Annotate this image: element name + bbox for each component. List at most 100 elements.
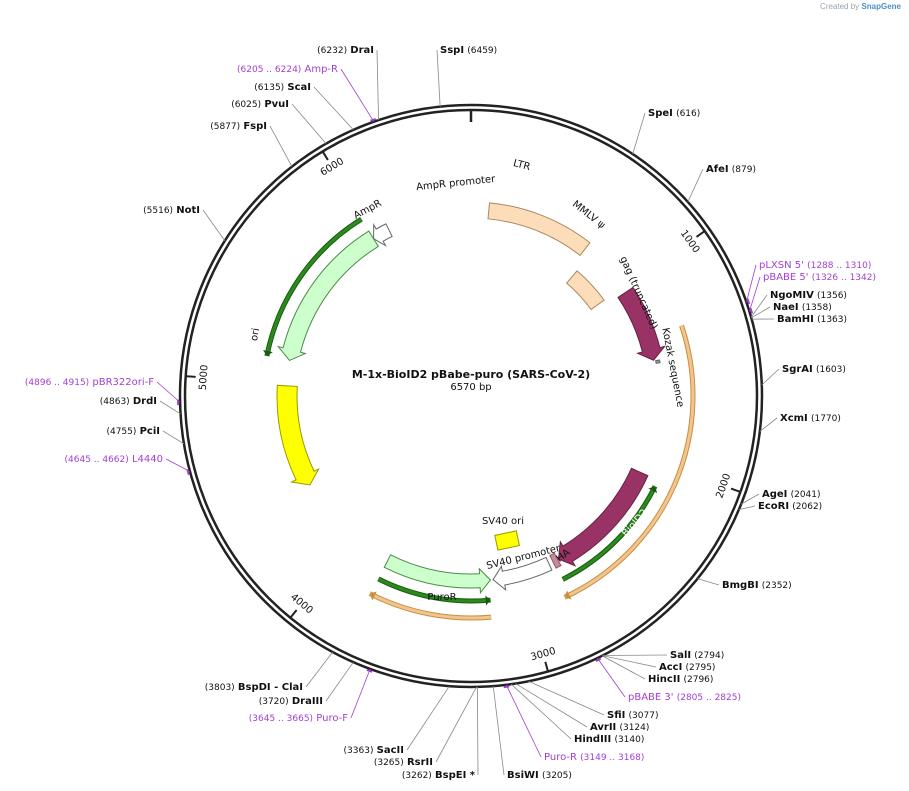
site-leader-line-noti <box>202 209 226 241</box>
primer-leader-line-puro-r <box>505 684 542 758</box>
site-name: BspEI * <box>435 770 476 781</box>
primer-name: Amp-R <box>305 64 339 75</box>
site-label-hindiii: HindIII (3140) <box>574 734 644 745</box>
orf-arc-1 <box>562 485 657 581</box>
orf-arrowhead-1 <box>648 486 658 494</box>
primer-position: (3645 .. 3665) <box>249 714 313 724</box>
site-name: NgoMIV <box>770 290 814 301</box>
site-position: (6025) <box>231 100 261 110</box>
feature-gag-truncated <box>617 286 667 361</box>
site-label-bamhi: BamHI (1363) <box>777 314 847 325</box>
tick-label-2000: 2000 <box>715 472 734 500</box>
feature-puror <box>383 554 492 595</box>
tick-mark-6000 <box>321 150 329 161</box>
tick-mark-1000 <box>695 230 706 238</box>
site-position: (4755) <box>106 427 136 437</box>
site-position: (879) <box>732 165 756 175</box>
primer-leader-line-pbabe-3 <box>597 657 626 698</box>
site-label-sali: SalI (2794) <box>670 650 724 661</box>
site-label-sfii: SfiI (3077) <box>607 710 658 721</box>
site-name: NaeI <box>773 302 799 313</box>
site-name: SacII <box>377 745 404 756</box>
site-leader-line-bmgbi <box>697 578 720 586</box>
site-label-noti: (5516) NotI <box>143 205 200 216</box>
site-label-bmgbi: BmgBI (2352) <box>722 580 792 591</box>
site-name: FspI <box>243 121 267 132</box>
site-leader-line-drdi <box>159 400 181 415</box>
site-leader-line-bspei <box>477 686 479 776</box>
feature-ampr-promoter <box>373 222 393 247</box>
primer-label-pbabe-5: pBABE 5' (1326 .. 1342) <box>763 272 876 283</box>
primer-position: (6205 .. 6224) <box>237 65 301 75</box>
site-leader-line-fspi <box>269 125 293 167</box>
tick-mark-2000 <box>730 487 741 493</box>
primer-label-puro-r: Puro-R (3149 .. 3168) <box>544 752 644 763</box>
primer-mark-pbabe-3 <box>595 657 602 663</box>
site-name: DraI <box>350 45 374 56</box>
primer-name: pLXSN 5' <box>759 260 804 271</box>
tick-label-6000: 6000 <box>319 156 346 179</box>
orf-arc-4 <box>265 217 363 357</box>
feature-label-ampr-promoter: AmpR promoter <box>416 174 497 193</box>
site-leader-line-sali <box>602 654 668 656</box>
backbone-outer-ring <box>178 103 764 689</box>
feature-kozak-sequence <box>655 359 661 364</box>
primer-mark-puro-f <box>366 668 373 673</box>
site-name: SpeI <box>648 108 673 119</box>
feature-label-kozak: Kozak sequence <box>659 327 685 408</box>
orf-arrowhead-2 <box>485 595 491 606</box>
orf-arrowhead-0 <box>564 590 572 600</box>
site-name: BsiWI <box>507 770 539 781</box>
primer-name: pBABE 3' <box>628 692 674 703</box>
site-leader-line-rsrii <box>435 686 477 763</box>
site-leader-line-sfii <box>528 680 605 716</box>
site-leader-line-pcii <box>162 430 185 445</box>
site-label-bsiwi: BsiWI (3205) <box>507 770 572 781</box>
site-position: (2796) <box>683 675 713 685</box>
site-label-rsrii: (3265) RsrII <box>374 757 433 768</box>
site-label-drai: (6232) DraI <box>317 45 374 56</box>
site-label-bspei: (3262) BspEI * <box>402 770 476 781</box>
site-name: BamHI <box>777 314 814 325</box>
site-label-naei: NaeI (1358) <box>773 302 832 313</box>
site-leader-line-xcmi <box>759 417 778 432</box>
feature-label-puror: PuroR <box>427 592 456 603</box>
site-leader-line-pvui <box>291 103 327 144</box>
site-name: SfiI <box>607 710 625 721</box>
primer-leader-line-l4440 <box>165 458 191 472</box>
site-leader-line-agei <box>740 493 760 505</box>
primer-label-pbr322ori-f: (4896 .. 4915) pBR322ori-F <box>25 377 154 388</box>
site-leader-line-acci <box>602 655 657 668</box>
leader-line-layer <box>156 49 780 776</box>
site-position: (2062) <box>792 502 822 512</box>
site-position: (2795) <box>686 663 716 673</box>
site-position: (3077) <box>629 711 659 721</box>
site-position: (6232) <box>317 46 347 56</box>
orf-layer <box>263 217 696 621</box>
tick-mark-3000 <box>544 661 549 672</box>
site-leader-line-ecori <box>738 505 756 511</box>
site-name: DraIII <box>292 696 323 707</box>
site-label-sspi: SspI (6459) <box>440 45 497 56</box>
primer-mark-l4440 <box>186 469 190 475</box>
site-name: SgrAI <box>782 364 813 375</box>
primer-mark-amp-r <box>370 117 377 122</box>
site-label-scai: (6135) ScaI <box>254 82 311 93</box>
site-leader-line-naei <box>751 306 771 319</box>
site-position: (1770) <box>811 414 841 424</box>
primer-mark-puro-r <box>503 685 510 689</box>
site-name: RsrII <box>407 757 433 768</box>
site-leader-line-afei <box>687 168 704 203</box>
site-label-acci: AccI (2795) <box>659 662 715 673</box>
primer-position: (4645 .. 4662) <box>65 455 129 465</box>
site-name: ScaI <box>287 82 311 93</box>
site-name: AccI <box>659 662 682 673</box>
primer-leader-line-amp-r <box>340 68 375 122</box>
site-label-xcmi: XcmI (1770) <box>780 413 841 424</box>
site-leader-line-scai <box>313 86 354 131</box>
site-name: SspI <box>440 45 464 56</box>
site-leader-line-sgrai <box>761 368 780 386</box>
feature-sv40-ori <box>494 530 521 551</box>
site-name: XcmI <box>780 413 808 424</box>
